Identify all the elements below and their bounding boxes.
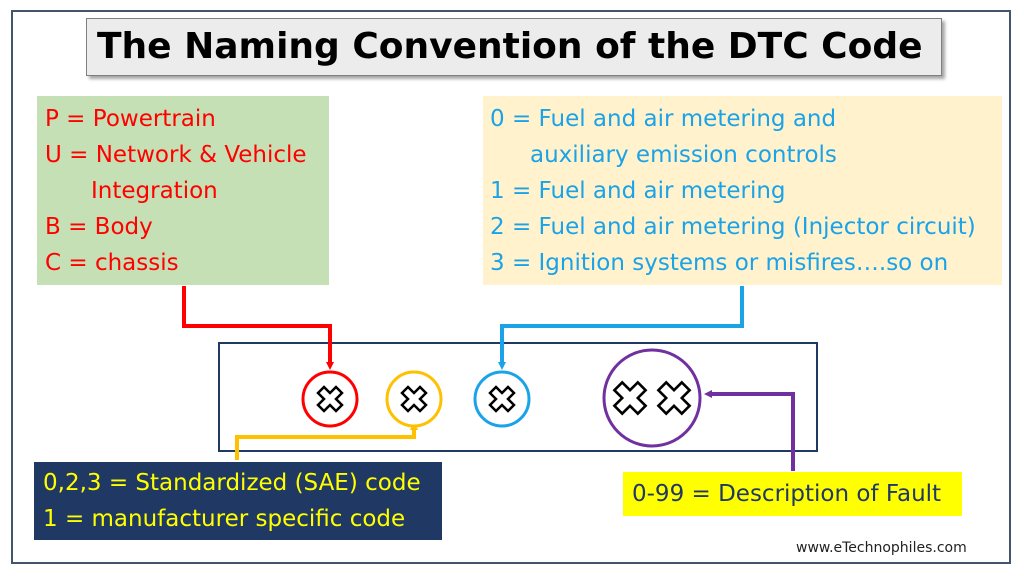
- fault-digits-slot: [602, 348, 702, 448]
- x-mark-icon: [656, 380, 692, 416]
- diagram-frame: [11, 10, 1011, 564]
- code-structure-box: [218, 342, 818, 452]
- x-mark-icon: [488, 385, 516, 413]
- second-character-slot: [385, 370, 443, 428]
- diagram-title: The Naming Convention of the DTC Code: [86, 18, 942, 76]
- legend-line: 0,2,3 = Standardized (SAE) code: [43, 470, 421, 496]
- x-mark-icon: [400, 385, 428, 413]
- fault-description-legend: 0-99 = Description of Fault: [623, 472, 962, 516]
- legend-line: 0 = Fuel and air metering and: [490, 106, 837, 132]
- legend-line: U = Network & Vehicle: [45, 142, 307, 168]
- first-character-slot: [301, 370, 359, 428]
- third-character-legend: 0 = Fuel and air metering and auxiliary …: [483, 96, 1002, 285]
- first-character-legend: P = Powertrain U = Network & Vehicle Int…: [37, 96, 329, 285]
- legend-line: Integration: [91, 178, 218, 204]
- watermark: www.eTechnophiles.com: [796, 540, 967, 556]
- legend-line: 0-99 = Description of Fault: [632, 481, 942, 507]
- x-mark-icon: [316, 385, 344, 413]
- legend-line: 1 = manufacturer specific code: [43, 506, 406, 532]
- legend-line: C = chassis: [45, 250, 179, 276]
- gold-connector-arrow: [235, 422, 418, 460]
- legend-line: 3 = Ignition systems or misfires….so on: [490, 250, 949, 276]
- second-character-legend: 0,2,3 = Standardized (SAE) code 1 = manu…: [34, 462, 442, 540]
- legend-line: 1 = Fuel and air metering: [490, 178, 786, 204]
- x-mark-icon: [612, 380, 648, 416]
- third-character-slot: [473, 370, 531, 428]
- red-connector-arrow: [182, 286, 334, 370]
- purple-connector-arrow: [704, 390, 795, 471]
- legend-line: B = Body: [45, 214, 153, 240]
- legend-line: P = Powertrain: [45, 106, 216, 132]
- blue-connector-arrow: [498, 286, 744, 370]
- legend-line: auxiliary emission controls: [530, 142, 837, 168]
- legend-line: 2 = Fuel and air metering (Injector circ…: [490, 214, 976, 240]
